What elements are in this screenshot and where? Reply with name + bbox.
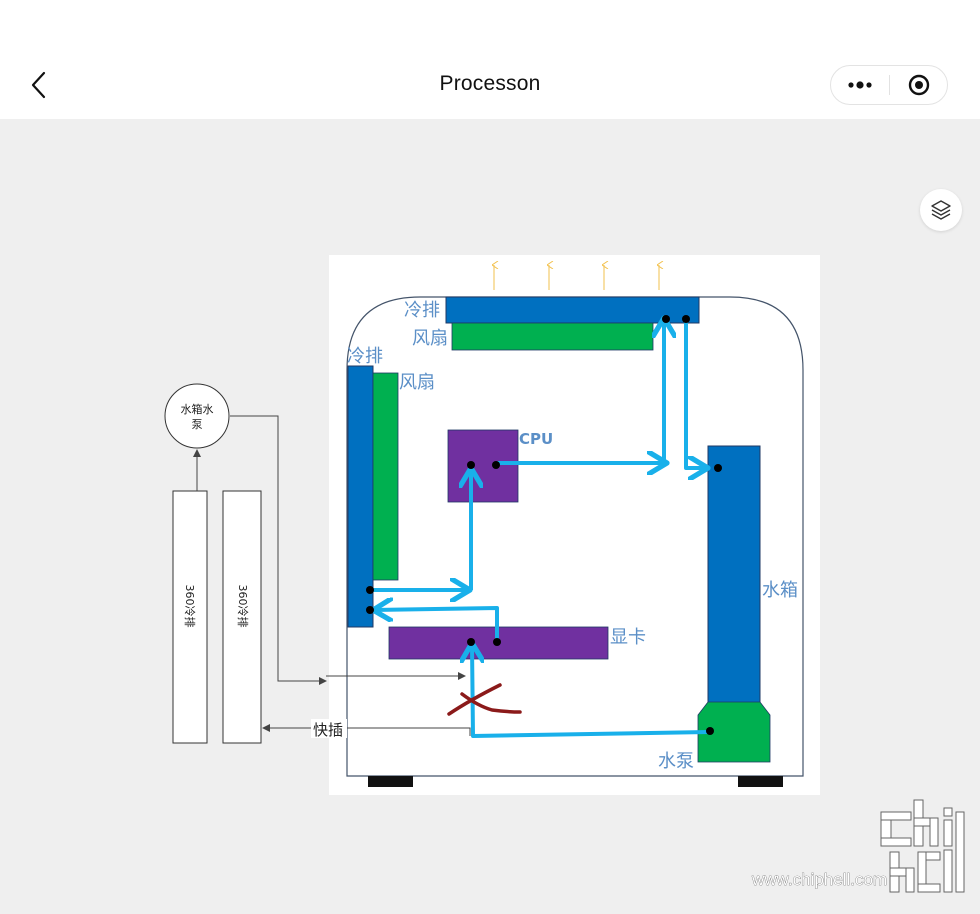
more-button[interactable]: [831, 66, 889, 104]
capsule-divider: [889, 75, 890, 95]
chiphell-logo: [880, 799, 965, 893]
external-reservoir-pump-label-line1: 水箱水: [181, 402, 214, 416]
left-radiator-label: 冷排: [347, 346, 383, 367]
top-navigation-bar: [0, 0, 980, 119]
top-radiator-label: 冷排: [404, 300, 440, 321]
close-button[interactable]: [890, 66, 948, 104]
top-fan-label: 风扇: [412, 328, 448, 349]
exhaust-arrows: [494, 265, 659, 290]
coolant-flow-arrows: [370, 320, 710, 738]
case-foot-right: [738, 776, 783, 787]
page-title: Processon: [439, 72, 541, 95]
reservoir-block: [707, 445, 761, 705]
connection-points: [366, 315, 722, 735]
chevron-left-icon: [31, 71, 46, 99]
cpu-label: CPU: [519, 430, 553, 448]
left-radiator: [347, 365, 374, 628]
reservoir-label: 水箱: [762, 580, 798, 601]
flow-gpu-to-left-radiator: [375, 608, 499, 641]
quick-connect-label-bg: [311, 719, 347, 738]
external-radiator-1: [172, 490, 208, 744]
top-radiator: [445, 296, 700, 324]
pump-label: 水泵: [658, 751, 694, 772]
watermark-text: www.chiphell.com: [751, 870, 887, 889]
external-radiator-2: [222, 490, 262, 744]
cross-out-mark: [447, 683, 522, 716]
quick-connect-label: 快插: [313, 721, 343, 739]
layers-button[interactable]: [920, 189, 962, 231]
left-fan-label: 风扇: [399, 372, 435, 393]
cpu-block: [447, 429, 519, 503]
case-foot-left: [368, 776, 413, 787]
external-radiator-1-label: 360冷排: [183, 585, 197, 628]
top-fan: [451, 322, 654, 351]
pump-block: [697, 701, 771, 763]
flow-pump-to-gpu: [472, 645, 710, 738]
external-radiator-2-label: 360冷排: [236, 585, 250, 628]
mini-program-capsule: [830, 65, 948, 105]
back-button[interactable]: [24, 66, 54, 104]
left-fan: [372, 372, 399, 581]
gpu-label: 显卡: [610, 627, 646, 648]
more-dots-icon: [848, 81, 872, 89]
layers-icon: [931, 200, 951, 220]
external-reservoir-pump-label-line2: 泵: [192, 418, 203, 431]
chiphell-watermark: www.chiphell.com: [751, 799, 965, 893]
case-outline: [346, 296, 804, 777]
flow-top-radiator-to-reservoir: [684, 322, 706, 468]
external-reservoir-pump: [164, 383, 230, 449]
target-close-icon: [908, 74, 930, 96]
